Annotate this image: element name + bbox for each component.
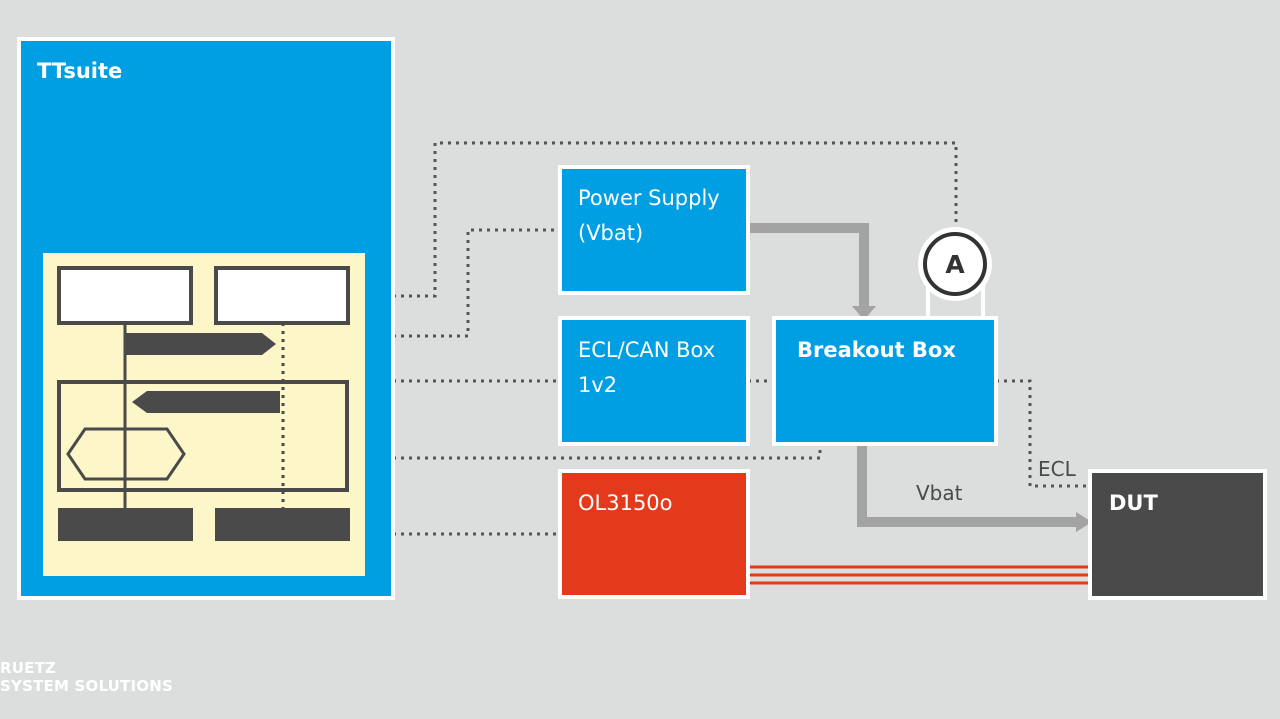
ecl-can-box-block: ECL/CAN Box 1v2 [558,316,750,446]
sequence-panel [43,253,365,576]
line-ttsuite-to-power-supply [393,228,558,338]
condition-hexagon [66,427,186,481]
dut-label: DUT [1109,491,1158,515]
lifeline-head-left [57,266,193,325]
wire-power-supply-to-breakout [748,223,869,308]
dut-block: DUT [1088,469,1267,600]
power-supply-block: Power Supply (Vbat) [558,165,750,295]
wire-label-vbat: Vbat [916,481,963,505]
line-ttsuite-to-ammeter [393,141,958,298]
breakout-box-label: Breakout Box [797,338,956,362]
arrow-into-breakout [852,306,876,320]
message-arrow-right [125,333,276,355]
ammeter-label: A [945,250,965,279]
signal-lines [748,565,1092,585]
power-wires [748,223,1078,527]
control-lines [393,141,1092,536]
ttsuite-block: TTsuite [17,37,395,600]
ttsuite-title: TTsuite [37,59,122,83]
brand-logo: RUETZ SYSTEM SOLUTIONS [0,659,173,695]
wire-label-ecl: ECL [1038,457,1077,481]
power-supply-label-line1: Power Supply [578,186,720,210]
lifeline-head-right [214,266,350,325]
ecl-can-box-label-line2: 1v2 [578,373,617,397]
breakout-box-block: Breakout Box [772,316,998,446]
ol3150-label: OL3150o [578,491,673,515]
arrow-into-dut [1076,512,1092,532]
fragment-frame [57,380,349,492]
line-breakout-to-dut-ecl [996,379,1092,488]
message-arrow-left [132,391,280,413]
ammeter: A [918,227,992,318]
lifeline-foot-right [215,508,350,541]
ecl-can-box-label-line1: ECL/CAN Box [578,338,715,362]
ol3150-block: OL3150o [558,469,750,599]
brand-line1: RUETZ [0,659,57,677]
line-ttsuite-to-breakout [393,444,822,460]
lifeline-foot-left [58,508,193,541]
brand-line2: SYSTEM SOLUTIONS [0,677,173,695]
power-supply-label-line2: (Vbat) [578,221,643,245]
wire-breakout-to-dut-vbat [857,444,1078,527]
